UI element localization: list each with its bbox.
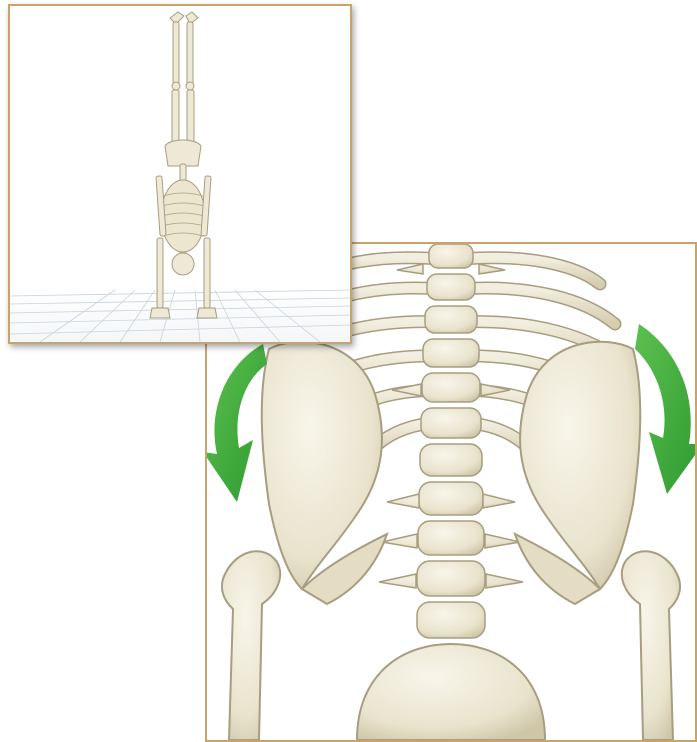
skull [357, 644, 545, 740]
overview-panel [8, 4, 352, 344]
rotation-arrow-left-icon [207, 344, 267, 502]
floor-grid [10, 286, 350, 342]
rotation-arrow-right-icon [635, 324, 695, 494]
skeleton-handstand-illustration [10, 6, 350, 342]
spine [379, 244, 523, 638]
